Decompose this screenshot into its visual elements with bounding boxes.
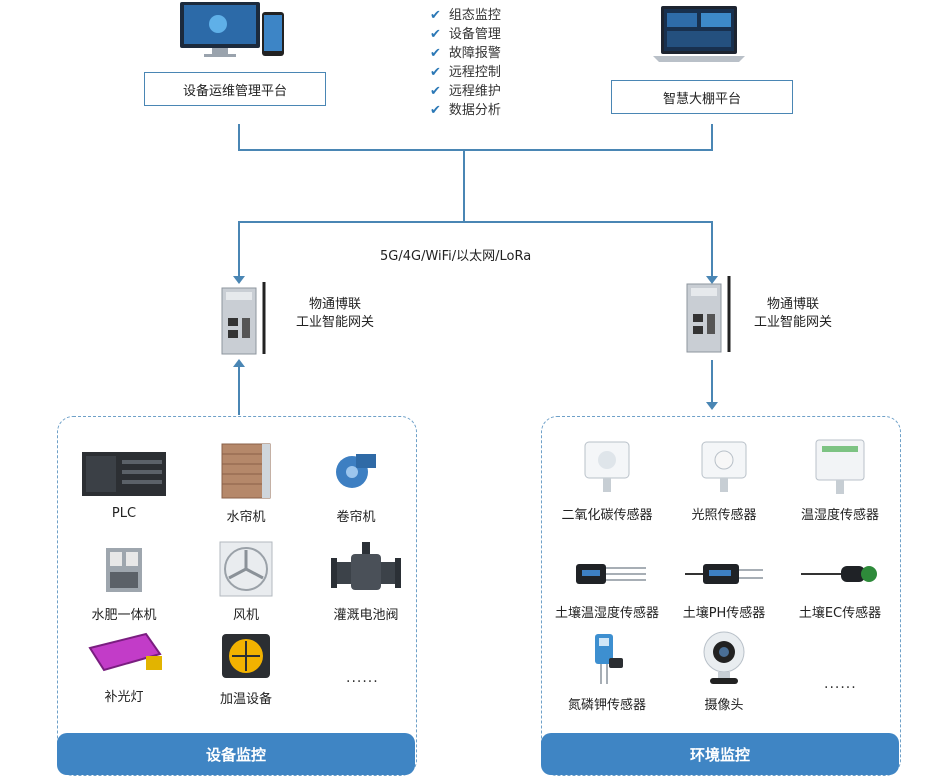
env-item-camera: 摄像头 [664,628,784,713]
soil-temp-humidity-probe-icon [576,564,646,584]
device-item-fan: 风机 [186,540,306,623]
feature-item: ✔设备管理 [430,27,501,42]
check-icon: ✔ [430,103,441,118]
env-item-label: 光照传感器 [691,508,757,523]
feature-item: ✔数据分析 [430,103,501,118]
more-devices-ellipsis: ...... [346,670,379,686]
env-item-label: 土壤温湿度传感器 [554,606,659,621]
env-monitor-title-bar: 环境监控 [541,733,899,775]
arrow-down-icon [706,402,718,410]
monitor-phone-icon [180,2,284,57]
arrow-down-icon [706,276,718,284]
device-item-label: 灌溉电池阀 [333,608,399,623]
gateway-label-left: 物通博联 工业智能网关 [295,297,374,330]
feature-item: ✔故障报警 [430,46,501,61]
gateway-label-right: 物通博联 工业智能网关 [753,297,832,330]
env-item-temp-humidity: 温湿度传感器 [780,436,900,523]
check-icon: ✔ [430,8,441,23]
soil-ec-probe-icon [801,566,877,582]
env-item-npk: 氮磷钾传感器 [547,630,667,713]
device-item-label: 水肥一体机 [91,608,157,623]
device-item-valve: 灌溉电池阀 [306,540,426,623]
co2-sensor-icon [584,441,630,492]
env-item-soil-ph: 土壤PH传感器 [664,556,784,621]
connector-line [711,360,713,406]
connector-line [463,149,465,222]
arrow-down-icon [233,276,245,284]
connector-line [238,365,240,415]
device-monitor-title-bar: 设备监控 [57,733,415,775]
camera-icon [703,631,745,684]
device-item-label: PLC [111,506,137,521]
ops-platform-box: 设备运维管理平台 [144,72,326,106]
roller-motor-icon [336,454,376,488]
fertigation-machine-icon [106,548,142,592]
temp-humidity-sensor-icon [815,439,865,494]
env-item-co2: 二氧化碳传感器 [547,438,667,523]
greenhouse-platform-label: 智慧大棚平台 [662,91,741,107]
soil-ph-probe-icon [685,564,763,584]
npk-sensor-icon [595,634,623,684]
connector-line [711,221,713,281]
connector-line [238,221,240,281]
device-monitor-panel [57,416,417,776]
plc-icon [82,452,166,496]
device-item-plc: PLC [64,440,184,521]
env-item-label: 土壤PH传感器 [682,606,766,621]
feature-item: ✔组态监控 [430,8,501,23]
device-item-label: 补光灯 [104,690,144,705]
check-icon: ✔ [430,65,441,80]
device-item-roller: 卷帘机 [296,440,416,525]
env-monitor-title: 环境监控 [689,745,750,764]
laptop-icon [653,6,745,62]
device-item-label: 风机 [232,608,259,623]
env-item-label: 土壤EC传感器 [798,606,882,621]
gateway-device-icon [221,282,266,355]
grow-light-icon [88,632,162,672]
env-item-soil-temp-humidity: 土壤温湿度传感器 [547,556,667,621]
connector-line [238,124,240,150]
env-monitor-panel [541,416,901,776]
greenhouse-platform-box: 智慧大棚平台 [611,80,793,114]
fan-icon [219,541,273,597]
env-item-label: 摄像头 [704,698,744,713]
env-item-soil-ec: 土壤EC传感器 [780,556,900,621]
device-item-label: 加温设备 [219,692,272,707]
network-label: 5G/4G/WiFi/以太网/LoRa [380,249,532,264]
check-icon: ✔ [430,46,441,61]
connector-line [238,149,713,151]
device-monitor-title: 设备监控 [205,745,266,764]
feature-item: ✔远程维护 [430,84,501,99]
env-item-light: 光照传感器 [664,438,784,523]
valve-icon [331,542,401,590]
more-sensors-ellipsis: ...... [824,676,857,692]
arrow-up-icon [233,359,245,367]
device-item-heater: 加温设备 [186,630,306,707]
connector-line [238,221,713,223]
device-item-label: 卷帘机 [336,510,376,525]
env-item-label: 温湿度传感器 [800,508,879,523]
device-item-water-curtain: 水帘机 [186,440,306,525]
check-icon: ✔ [430,84,441,99]
connector-line [711,124,713,150]
env-item-label: 氮磷钾传感器 [567,698,646,713]
device-item-label: 水帘机 [226,510,266,525]
heater-icon [222,634,270,678]
gateway-device-icon [686,276,731,353]
light-sensor-icon [701,441,747,492]
device-item-grow-light: 补光灯 [64,630,184,705]
check-icon: ✔ [430,27,441,42]
ops-platform-label: 设备运维管理平台 [182,83,287,99]
env-item-label: 二氧化碳传感器 [561,508,653,523]
device-item-fertigation: 水肥一体机 [64,542,184,623]
feature-item: ✔远程控制 [430,65,501,80]
water-curtain-icon [221,443,271,499]
